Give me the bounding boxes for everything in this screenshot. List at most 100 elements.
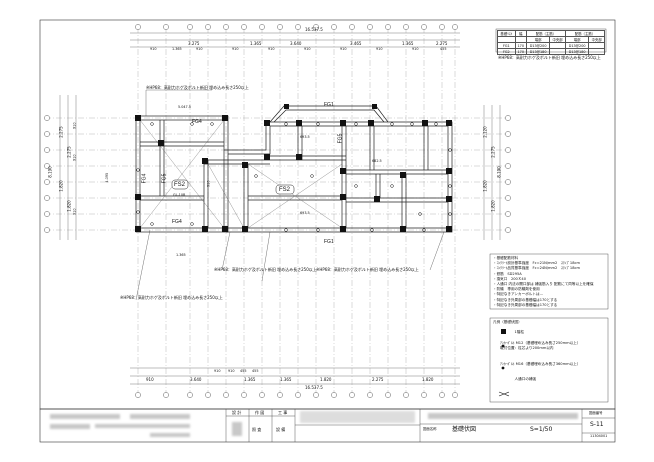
anchor-bolt-icon: [501, 344, 505, 348]
bottom-total-dimension: 16.537.5: [305, 385, 323, 390]
fg4-label: FG4: [192, 119, 202, 125]
dimension-label: 1.365: [176, 253, 186, 257]
right-dimension-1: 2.120: [482, 126, 488, 138]
table-cell: FG2: [497, 48, 516, 55]
top-sub-dimension: 910: [232, 47, 239, 51]
equip-label: 設 備: [276, 427, 286, 432]
top-sub-dimension: 910: [412, 47, 419, 51]
top-dimension-4: 3.465: [350, 41, 362, 46]
bottom-dimension-3: 1.365: [244, 377, 256, 382]
anchor-callout: ※HP68：高耐力ホゲ及ボルト新旧 埋め込み長さ250以上: [498, 55, 601, 60]
table-cell: [549, 48, 566, 55]
dimension-label: 693.5: [300, 135, 310, 139]
fs2-level: GL-10B: [173, 193, 186, 197]
anchor-callout: ※HP68：高耐力ホゲ及ボルト新旧 埋め込み長さ250以上: [214, 267, 317, 272]
top-dimension-6: 2.275: [436, 41, 448, 46]
right-dimension-3: 2.275: [490, 146, 496, 158]
dimension-label: 693.5: [300, 211, 310, 215]
check-label: 照 査: [252, 427, 262, 432]
access-opening-icon: [498, 391, 510, 397]
top-sub-dimension: 910: [376, 47, 383, 51]
top-sub-dimension: 910: [196, 47, 203, 51]
top-sub-dimension: 910: [150, 47, 157, 51]
left-dimension-4: 1.820: [66, 200, 72, 212]
top-dimension-3: 3.640: [290, 41, 302, 46]
fg1-label: FG1: [324, 239, 334, 245]
sheet-number: S-11: [590, 421, 604, 428]
redacted-stamp: [232, 422, 242, 436]
top-sub-dimension: 910: [268, 47, 275, 51]
redacted-text: [95, 424, 190, 428]
anchor-callout: ※HP68：高耐力ホゲ及ボルト新旧 埋め込み長さ250以上: [120, 295, 223, 300]
bottom-dimension-4: 1.365: [280, 377, 292, 382]
redacted-text: [130, 414, 190, 419]
redacted-project-name: [428, 413, 578, 419]
bottom-dimension-1: 910: [146, 377, 154, 382]
redacted-text: [150, 433, 190, 437]
anchor-callout: ※HP68：高耐力ホゲ及ボルト新旧 埋め込み長さ250以上: [146, 85, 249, 90]
fg5-label: FG5: [161, 173, 168, 184]
anchor-callout: ※HP68：高耐力ホゲ及ボルト新旧 埋め込み長さ250以上: [316, 267, 419, 272]
redacted-text: [50, 424, 90, 429]
bottom-dimension-6: 2.275: [372, 377, 384, 382]
bottom-sub-dimension: 910: [214, 369, 221, 373]
role-construction: 工 事: [278, 410, 288, 415]
dimension-label: 4.095: [105, 172, 110, 183]
top-total-dimension: 16.537.5: [305, 27, 323, 32]
redacted-text: [50, 414, 120, 419]
left-dimension-3: 2.275: [66, 146, 72, 158]
spec-notes: ・基礎配筋材料 ・ｺﾝｸﾘｰﾄ設計基準強度 Fc=21N/mm2 ｽﾗﾝﾌﾟ18…: [493, 256, 594, 307]
fg1-label: FG1: [324, 102, 334, 108]
document-code: 11304001: [590, 434, 608, 438]
left-dimension-1: 2.275: [58, 126, 64, 138]
role-drafting: 作 図: [255, 410, 265, 415]
bottom-dimension-2: 3.640: [190, 377, 202, 382]
legend-symbols: [498, 329, 510, 397]
fs2-label: FS2: [174, 182, 186, 188]
anchor-bolt-icon: [501, 366, 505, 370]
redacted-office-info: [300, 411, 415, 423]
top-sub-dimension: 910: [304, 47, 311, 51]
bottom-sub-dimension: 455: [240, 369, 247, 373]
drawing-scale: S=1/50: [530, 426, 553, 433]
right-dimension-4: 1.820: [490, 200, 496, 212]
bottom-sub-dimension: 910: [228, 369, 235, 373]
left-dimension-2: 1.820: [58, 180, 64, 192]
table-row: FG2 170 D13@180 D13@180: [497, 48, 605, 55]
top-dimension-2: 1.365: [250, 41, 262, 46]
fg5-label: FG5: [337, 133, 344, 144]
bottom-dimension-5: 1.820: [320, 377, 332, 382]
left-sub-dimension: 910: [72, 208, 77, 215]
table-cell: 170: [514, 48, 527, 55]
dimension-label: 910: [206, 180, 211, 187]
drawing-name-label: 図面名称: [423, 427, 437, 431]
drawing-title: 基礎伏図: [452, 426, 477, 433]
fs2-label: FS2: [279, 187, 291, 193]
table-cell: D13@180: [564, 48, 590, 55]
bottom-sub-dimension: 455: [252, 369, 259, 373]
left-total-dimension: 8.190: [47, 166, 53, 178]
right-dimension-2: 1.820: [482, 180, 488, 192]
right-total-dimension: 8.190: [496, 166, 502, 178]
top-sub-dimension: 1.365: [172, 47, 182, 51]
column-symbol-icon: [501, 329, 506, 334]
foundation-schedule-table: 基礎ﾘｽﾄ 幅 配筋（主筋） 配筋（主筋） 端部 中央部 端部 中央部 FG1 …: [497, 30, 606, 55]
top-dimension-1: 3.275: [188, 41, 200, 46]
top-sub-dimension: 455: [440, 47, 447, 51]
fg4-label: FG4: [141, 173, 148, 184]
table-cell: D13@180: [525, 48, 551, 55]
left-sub-dimension: 910: [72, 154, 77, 161]
top-dimension-5: 1.365: [402, 41, 414, 46]
fg4-label: FG4: [172, 219, 182, 225]
table-cell: [588, 48, 605, 55]
legend-notes: 凡例（基礎伏図） 1階柱 ｱﾝｶｰﾎﾞﾙﾄ M12（基礎埋め込み長さ250mm以…: [493, 320, 581, 382]
role-design: 設 計: [232, 410, 242, 415]
left-sub-dimension: 910: [72, 122, 77, 129]
sheet-number-label: 図面番号: [589, 411, 603, 415]
bottom-dimension-7: 1.820: [422, 377, 434, 382]
dimension-label: 5.047.5: [178, 105, 191, 109]
dimension-label: 682.5: [372, 159, 382, 163]
top-sub-dimension: 910: [340, 47, 347, 51]
